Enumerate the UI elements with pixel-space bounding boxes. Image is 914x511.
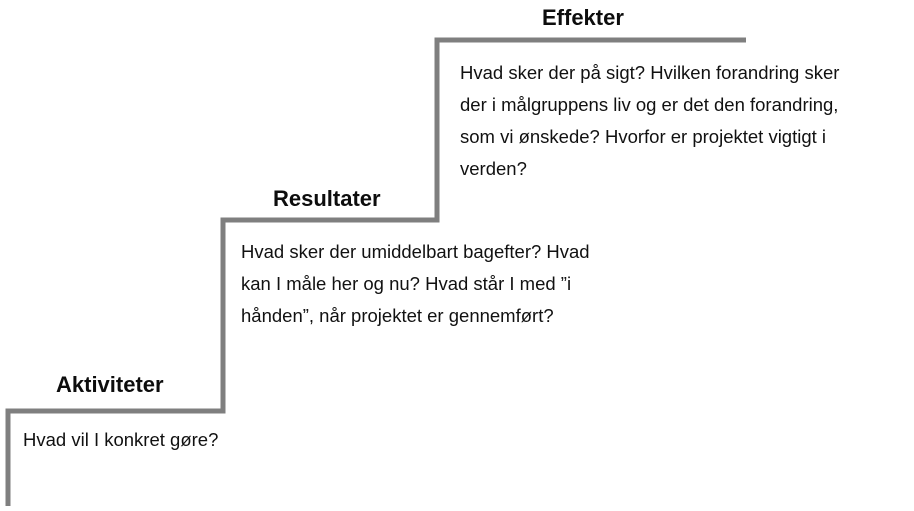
description-line: verden?	[460, 158, 527, 179]
step-description-resultater: Hvad sker der umiddelbart bagefter? Hvad…	[241, 236, 590, 332]
step-description-aktiviteter: Hvad vil I konkret gøre?	[23, 424, 218, 456]
description-line: Hvad vil I konkret gøre?	[23, 429, 219, 450]
step-heading-aktiviteter: Aktiviteter	[56, 372, 164, 397]
description-line: kan I måle her og nu? Hvad står I med ”i	[241, 273, 572, 294]
step-heading-resultater: Resultater	[273, 186, 381, 211]
staircase-line	[5, 37, 746, 506]
description-line: Hvad sker der umiddelbart bagefter? Hvad	[241, 241, 590, 262]
step-heading-effekter: Effekter	[542, 5, 624, 30]
description-line: Hvad sker der på sigt? Hvilken forandrin…	[460, 62, 840, 83]
description-line: der i målgruppens liv og er det den fora…	[460, 94, 839, 115]
description-line: hånden”, når projektet er gennemført?	[241, 305, 554, 326]
description-line: som vi ønskede? Hvorfor er projektet vig…	[460, 126, 827, 147]
step-description-effekter: Hvad sker der på sigt? Hvilken forandrin…	[460, 57, 839, 185]
